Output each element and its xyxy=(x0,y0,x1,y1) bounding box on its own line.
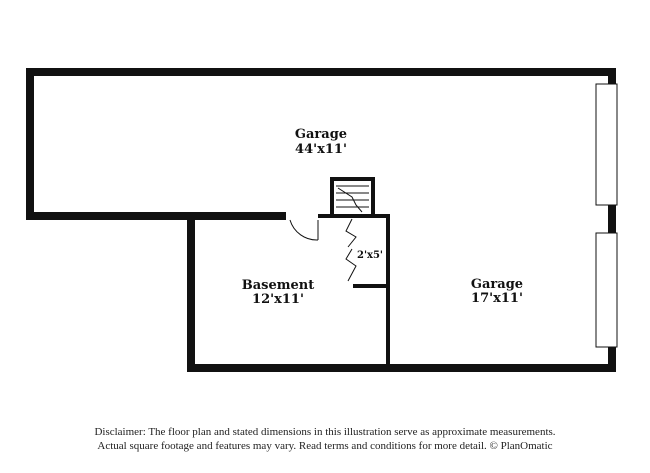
garage-door-lower xyxy=(595,232,618,348)
garage-lower-name: Garage xyxy=(471,277,523,292)
stairs xyxy=(336,185,369,213)
garage-lower-dims: 17'x11' xyxy=(471,291,523,306)
interior-walls xyxy=(318,177,390,366)
closet-doors xyxy=(345,218,357,282)
disclaimer-line-1: Disclaimer: The floor plan and stated di… xyxy=(94,426,556,438)
outer-wall xyxy=(26,68,616,372)
garage-upper-name: Garage xyxy=(295,127,347,142)
basement-dims: 12'x11' xyxy=(252,292,304,307)
disclaimer-line-2: Actual square footage and features may v… xyxy=(97,440,553,452)
garage-doors xyxy=(595,83,618,348)
closet-dims: 2'x5' xyxy=(357,250,383,261)
door-gap xyxy=(290,210,318,222)
basement-name: Basement xyxy=(242,278,314,293)
stair-walls xyxy=(330,177,375,216)
exterior-walls xyxy=(26,68,616,372)
door-swing xyxy=(289,219,319,241)
garage-door-upper xyxy=(595,83,618,206)
garage-upper-dims: 44'x11' xyxy=(295,142,347,157)
